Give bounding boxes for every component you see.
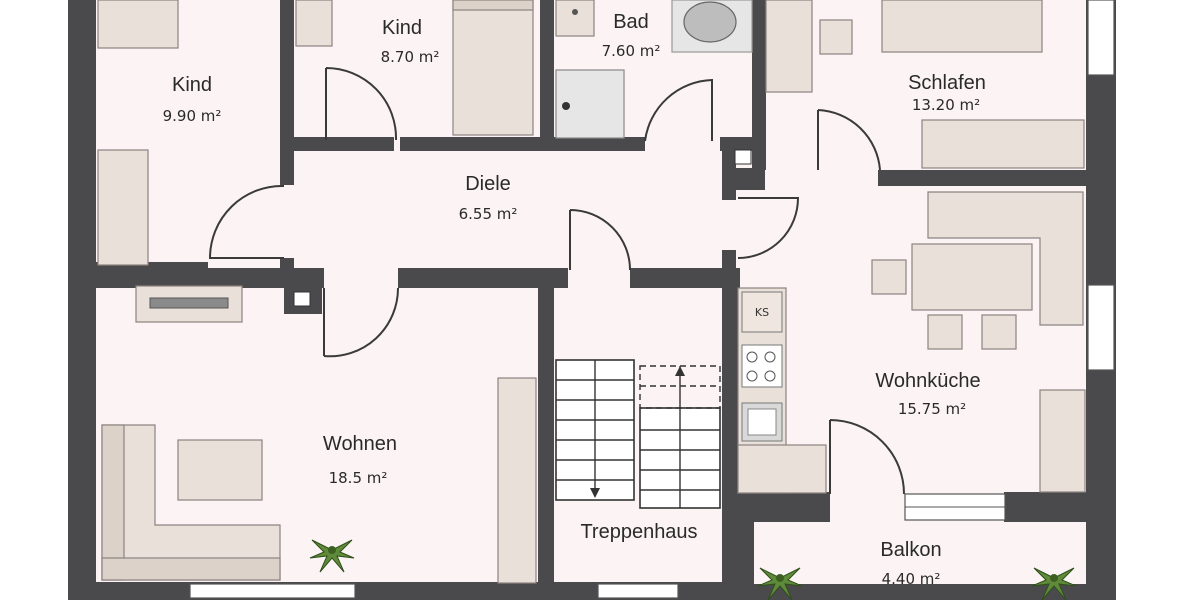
- room-name-kind-1: Kind: [172, 74, 212, 96]
- room-area-bad: 7.60 m²: [602, 42, 661, 60]
- desk: [97, 0, 179, 49]
- bad-fixtures: [555, 0, 753, 139]
- dining-table: [911, 243, 1033, 311]
- door-kind1: [208, 184, 285, 259]
- door-kueche: [737, 197, 800, 259]
- bed-schlafen: [881, 0, 1043, 53]
- plant-icon-wohnen: [309, 539, 355, 573]
- window-wohnen: [189, 583, 356, 599]
- dresser: [921, 119, 1085, 169]
- toilet-icon: [683, 1, 737, 43]
- plant-icon-balkon-1: [757, 567, 803, 600]
- plant-icon-balkon-2: [1031, 567, 1077, 600]
- window-treppe: [597, 583, 679, 599]
- door-kind2: [325, 67, 398, 141]
- corner-bench: [927, 191, 1084, 326]
- wohnen-furniture: [101, 285, 537, 584]
- staircase: [555, 359, 721, 509]
- room-name-bad: Bad: [613, 11, 649, 33]
- kind1-furniture: [97, 0, 179, 266]
- nightstand: [295, 0, 333, 47]
- kind2-furniture: [295, 0, 534, 136]
- sink: [555, 0, 595, 37]
- chair-2: [927, 314, 963, 350]
- doors: [208, 67, 905, 495]
- room-name-wohnkueche: Wohnküche: [875, 370, 980, 392]
- wardrobe-schlafen: [765, 0, 813, 93]
- room-name-balkon: Balkon: [880, 539, 941, 561]
- room-area-kind-2: 8.70 m²: [381, 48, 440, 66]
- fridge-icon: [741, 291, 783, 333]
- coffee-table: [177, 439, 263, 501]
- tv-icon: [149, 297, 229, 309]
- room-name-kind-2: Kind: [382, 17, 422, 39]
- door-schlafen: [817, 109, 881, 171]
- room-name-wohnen: Wohnen: [323, 433, 397, 455]
- room-labels: Kind 9.90 m² Kind 8.70 m² Bad 7.60 m² Sc…: [163, 11, 986, 588]
- kitchen-counter-l: [737, 444, 827, 494]
- room-area-wohnen: 18.5 m²: [329, 469, 388, 487]
- window-schlafen: [1087, 0, 1115, 76]
- room-area-balkon: 4.40 m²: [882, 570, 941, 588]
- bed: [452, 0, 534, 136]
- sideboard: [1039, 389, 1086, 493]
- room-name-diele: Diele: [465, 173, 511, 195]
- shelf: [497, 377, 537, 584]
- nightstand-schlafen: [819, 19, 853, 55]
- wardrobe: [97, 149, 149, 266]
- room-area-schlafen: 13.20 m²: [912, 96, 980, 114]
- room-area-diele: 6.55 m²: [459, 205, 518, 223]
- door-wohnen: [323, 287, 400, 358]
- door-treppe: [569, 209, 631, 271]
- room-name-schlafen: Schlafen: [908, 72, 986, 94]
- window-kueche: [1087, 284, 1115, 371]
- balcony: [754, 522, 1086, 584]
- chair-3: [981, 314, 1017, 350]
- chair-1: [871, 259, 907, 295]
- interior-walls: [96, 0, 1086, 590]
- kueche-furniture: KS: [737, 191, 1086, 494]
- schlafen-furniture: [765, 0, 1085, 169]
- windows: [189, 0, 1115, 599]
- door-bad: [644, 78, 713, 142]
- stove-icon: [741, 344, 783, 388]
- room-name-treppenhaus: Treppenhaus: [580, 521, 697, 543]
- room-area-wohnkueche: 15.75 m²: [898, 400, 966, 418]
- door-balkon: [829, 419, 905, 495]
- fridge-label: KS: [755, 306, 769, 319]
- room-area-kind-1: 9.90 m²: [163, 107, 222, 125]
